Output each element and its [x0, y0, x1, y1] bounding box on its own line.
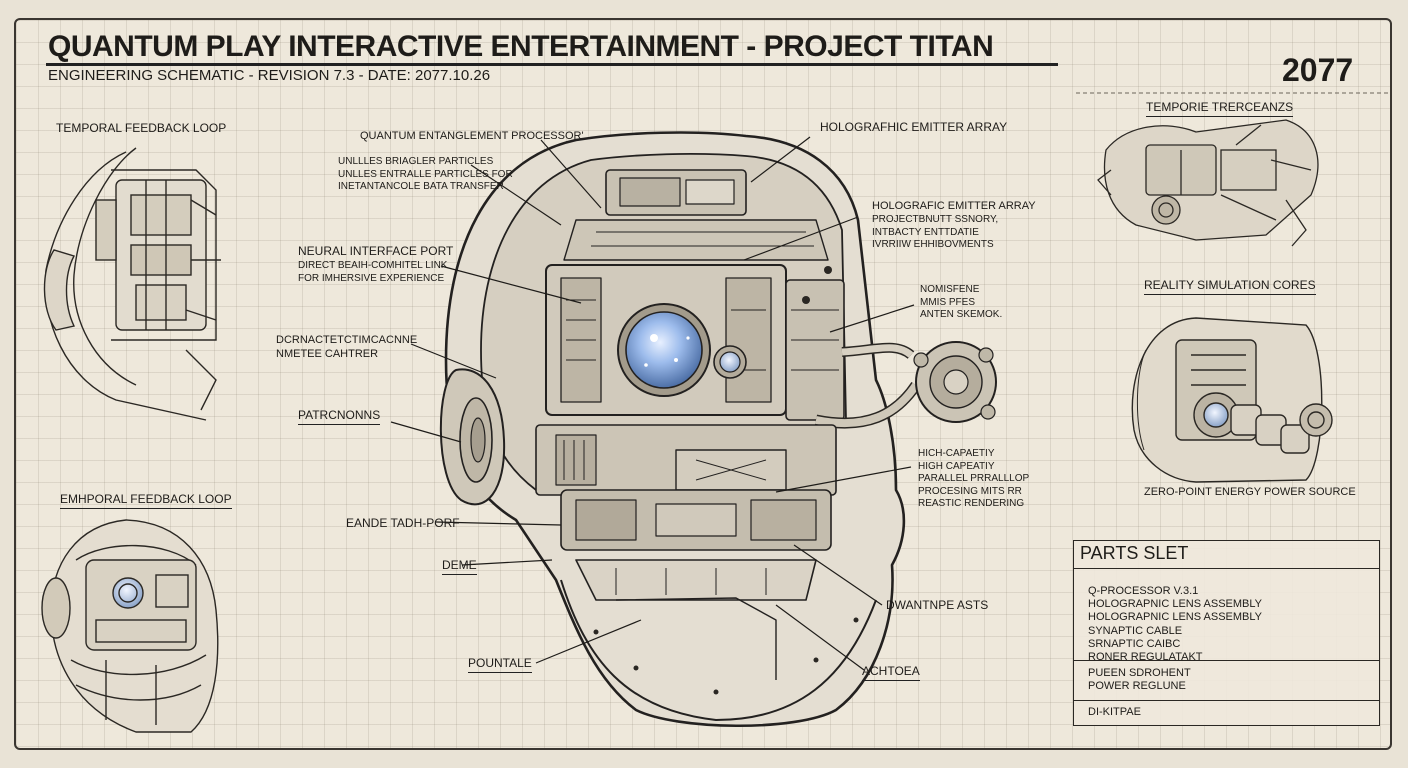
label-dermal-module: DCRNACTETCTIMCACNNE NMETEE CAHTRER	[276, 334, 417, 362]
parts-list-item: HOLOGRAPNIC LENS ASSEMBLY	[1088, 598, 1263, 611]
parts-list-table: PARTS SLET Q-PROCESSOR V.3.1 HOLOGRAPNIC…	[1073, 540, 1380, 726]
left-top-sketch	[43, 147, 221, 421]
label-patronomic: PATRCNONNS	[298, 408, 381, 426]
leader-lines	[390, 136, 915, 671]
nomisfene-line: MMIS PFES	[920, 296, 976, 308]
high-capacity-line: HICH-CAPAETIY	[918, 448, 995, 459]
parts-list-item: HOLOGRAPNIC LENS ASSEMBLY	[1088, 611, 1263, 624]
label-neural-interface-port: NEURAL INTERFACE PORT	[298, 244, 454, 258]
holographic-desc-line: IVRRIIW EHHIBOVMENTS	[872, 239, 994, 250]
page-title: QUANTUM PLAY INTERACTIVE ENTERTAINMENT -…	[48, 30, 994, 63]
parts-list-item: RONER REGULATAKT	[1088, 650, 1203, 663]
label-nomisfene: NOMISFENE MMIS PFES ANTEN SKEMOK.	[920, 284, 1002, 322]
holographic-desc-line: PROJECTBNUTT SSNORY,	[872, 214, 999, 225]
quantum-desc-line: UNLLLES BRIAGLER PARTICLES	[338, 156, 494, 167]
nomisfene-line: ANTEN SKEMOK.	[920, 309, 1003, 320]
nomisfene-line: NOMISFENE	[920, 284, 980, 295]
parts-list-section: Q-PROCESSOR V.3.1 HOLOGRAPNIC LENS ASSEM…	[1074, 569, 1379, 663]
parts-list-item: SYNAPTIC CABLE	[1088, 624, 1183, 637]
parts-list-item: DI-KITPAE	[1088, 706, 1141, 718]
label-deme: DEME	[442, 558, 477, 576]
label-high-capacity: HICH-CAPAETIY HIGH CAPEATIY PARALLEL PRR…	[918, 448, 1029, 511]
high-capacity-line: PROCESING MITS RR	[918, 485, 1022, 497]
left-bottom-sketch	[41, 519, 219, 733]
dermal-line: NMETEE CAHTRER	[276, 347, 379, 360]
label-reality-simulation-cores: REALITY SIMULATION CORES	[1144, 278, 1316, 296]
high-capacity-line: REASTIC RENDERING	[918, 498, 1025, 509]
holographic-desc-line: INTBACTY ENTTDATIE	[872, 226, 979, 238]
year-badge: 2077	[1282, 52, 1354, 88]
quantum-desc-line: UNLLES ENTRALLE PARTICLES FOR	[338, 168, 513, 180]
quantum-processor-description: UNLLLES BRIAGLER PARTICLES UNLLES ENTRAL…	[338, 156, 513, 194]
parts-list-item: SRNAPTIC CAIBC	[1088, 637, 1181, 650]
neural-desc-line: FOR IMHERSIVE EXPERIENCE	[298, 272, 445, 284]
label-temporie: TEMPORIE TRERCEANZS	[1146, 100, 1294, 118]
label-temporal-feedback-loop-bottom: EMHPORAL FEEDBACK LOOP	[60, 492, 232, 510]
parts-list-section: DI-KITPAE	[1074, 701, 1379, 723]
parts-list-title: PARTS SLET	[1074, 541, 1379, 569]
parts-list-item: Q-PROCESSOR V.3.1	[1088, 585, 1199, 597]
quantum-desc-line: INETANTANCOLE BATA TRANSFER	[338, 181, 504, 192]
holographic-description: PROJECTBNUTT SSNORY, INTBACTY ENTTDATIE …	[872, 214, 998, 252]
label-holographic-emitter-array-top: HOLOGRAFHIC EMITTER ARRAY	[820, 120, 1008, 134]
label-zero-point-energy: ZERO-POINT ENERGY POWER SOURCE	[1144, 486, 1356, 498]
parts-list-section: PUEEN SDROHENT POWER REGLUNE	[1074, 661, 1379, 701]
label-quantipe-asts: DWANTNPE ASTS	[886, 598, 989, 612]
parts-list-item: PUEEN SDROHENT	[1088, 667, 1191, 679]
blueprint-sheet: QUANTUM PLAY INTERACTIVE ENTERTAINMENT -…	[14, 18, 1392, 750]
label-temporal-feedback-loop-top: TEMPORAL FEEDBACK LOOP	[56, 121, 227, 135]
neural-description: DIRECT BEAIH-COMHITEL LINK FOR IMHERSIVE…	[298, 260, 447, 285]
page-subtitle: ENGINEERING SCHEMATIC - REVISION 7.3 - D…	[48, 67, 491, 84]
label-pountale: POUNTALE	[468, 656, 532, 674]
title-underline	[46, 63, 1058, 66]
main-helmet	[439, 131, 997, 728]
schematic-art	[41, 92, 1390, 733]
right-middle-sketch	[1131, 317, 1333, 483]
neural-desc-line: DIRECT BEAIH-COMHITEL LINK	[298, 260, 448, 271]
high-capacity-line: PARALLEL PRRALLLOP	[918, 473, 1030, 484]
label-achtoea: ACHTOEA	[862, 664, 920, 682]
label-eande: EANDE TADH-PORF	[346, 516, 460, 530]
right-top-sketch	[1097, 119, 1319, 247]
label-quantum-entanglement-processor: QUANTUM ENTANGLEMENT PROCESSOR'	[360, 130, 584, 142]
parts-list-item: POWER REGLUNE	[1088, 680, 1186, 693]
high-capacity-line: HIGH CAPEATIY	[918, 460, 995, 472]
label-holographic-emitter-array-mid: HOLOGRAFIC EMITTER ARRAY	[872, 200, 1036, 212]
dermal-line: DCRNACTETCTIMCACNNE	[276, 334, 418, 346]
